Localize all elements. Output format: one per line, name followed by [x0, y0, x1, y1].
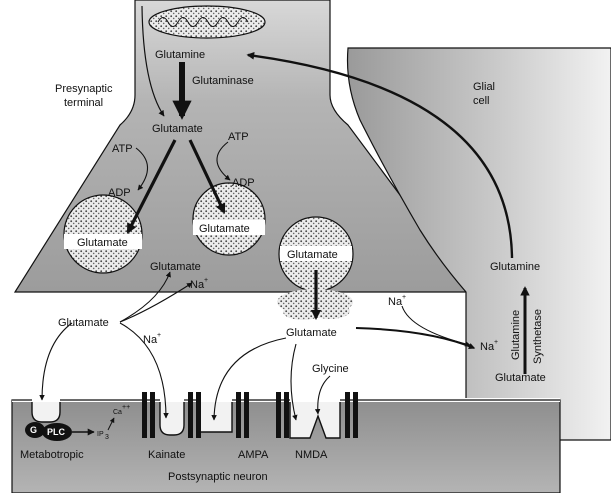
glial-uptake-arrow: [355, 327, 476, 350]
glycine-arrow: [314, 375, 331, 415]
kainate-arrow: [119, 322, 169, 419]
na-glia-outer-sup: +: [402, 294, 406, 301]
na-left-sup: +: [157, 332, 161, 339]
mitochondrion-cristae: [157, 17, 249, 27]
g-protein-label: G: [30, 425, 37, 435]
glial-cell-label-2: cell: [473, 95, 490, 107]
g-protein: [25, 422, 45, 438]
glutamate-top-label: Glutamate: [152, 123, 203, 135]
glutamate-cleft-label: Glutamate: [286, 327, 337, 339]
ca-sup: ++: [122, 404, 130, 411]
glutamine-synthetase-label-2: Synthetase: [532, 309, 544, 364]
vesicle-middle-band: [193, 220, 265, 235]
glutamine-top-label: Glutamine: [155, 49, 205, 61]
vesicle-fill-arrow-middle: [188, 139, 226, 214]
postsynaptic-neuron-label: Postsynaptic neuron: [168, 471, 268, 483]
glutamate-left-label: Glutamate: [58, 317, 109, 329]
glutamine-return-arrow: [246, 52, 514, 259]
na-glia-outer-label: Na: [388, 296, 403, 308]
ampa-pocket: [199, 402, 233, 433]
glutamine-inflow-arrow: [141, 5, 165, 117]
atp-adp-right: [216, 141, 231, 181]
vesicle-docked-label: Glutamate: [287, 249, 338, 261]
kainate-label: Kainate: [148, 449, 185, 461]
na-glia-inner-label: Na: [480, 341, 495, 353]
reuptake-glutamate-label: Glutamate: [150, 261, 201, 273]
ip3-label: IP: [97, 431, 104, 438]
plc-label: PLC: [47, 427, 66, 437]
reuptake-na-label: Na: [190, 279, 205, 291]
reuptake-na-arrow: [119, 282, 193, 323]
vesicle-left-label: Glutamate: [77, 237, 128, 249]
glutamine-synthetase-label-1: Glutamine: [510, 310, 522, 360]
arrows: [39, 5, 530, 436]
kainate-pocket: [159, 402, 185, 436]
presynaptic-terminal-label-2: terminal: [64, 97, 103, 109]
reuptake-na-sup: +: [204, 277, 208, 284]
metabotropic-arrow: [39, 322, 73, 401]
ampa-arrow: [211, 337, 287, 421]
kainate-receptor: [142, 392, 201, 438]
nmda-pocket: [289, 402, 341, 439]
vesicle-middle: [192, 182, 266, 256]
adp-left-label: ADP: [108, 187, 131, 199]
ampa-receptor: [236, 392, 249, 438]
ip3-sub: 3: [105, 434, 109, 441]
plc-enzyme: [42, 423, 72, 441]
glial-cell-label-1: Glial: [473, 81, 495, 93]
glial-cell: [346, 47, 611, 441]
ca-label: Ca: [113, 409, 122, 416]
glycine-label: Glycine: [312, 363, 349, 375]
vesicle-middle-label: Glutamate: [199, 223, 250, 235]
presynaptic-terminal-label-1: Presynaptic: [55, 83, 113, 95]
vesicle-left-band: [64, 234, 142, 249]
glutamate-glia-label: Glutamate: [495, 372, 546, 384]
na-left-label: Na: [143, 334, 158, 346]
glial-na-arrow: [401, 305, 471, 347]
metabotropic-pocket: [31, 402, 61, 423]
metabotropic-label: Metabotropic: [20, 449, 84, 461]
atp-right-label: ATP: [228, 131, 249, 143]
vesicle-docked-band: [280, 246, 352, 261]
glutaminase-label: Glutaminase: [192, 75, 254, 87]
nmda-glutamate-arrow: [290, 343, 298, 421]
reuptake-glutamate-arrow: [119, 271, 171, 323]
ampa-label: AMPA: [238, 449, 269, 461]
nmda-label: NMDA: [295, 449, 328, 461]
adp-right-label: ADP: [232, 177, 255, 189]
atp-adp-left: [135, 147, 149, 191]
na-glia-inner-sup: +: [494, 339, 498, 346]
glutamine-glia-label: Glutamine: [490, 261, 540, 273]
atp-left-label: ATP: [112, 143, 133, 155]
ip3-ca-arrow: [107, 417, 115, 431]
nmda-receptor: [276, 392, 358, 438]
vesicle-fill-arrow-left: [126, 139, 177, 234]
mitochondrion: [148, 5, 266, 39]
